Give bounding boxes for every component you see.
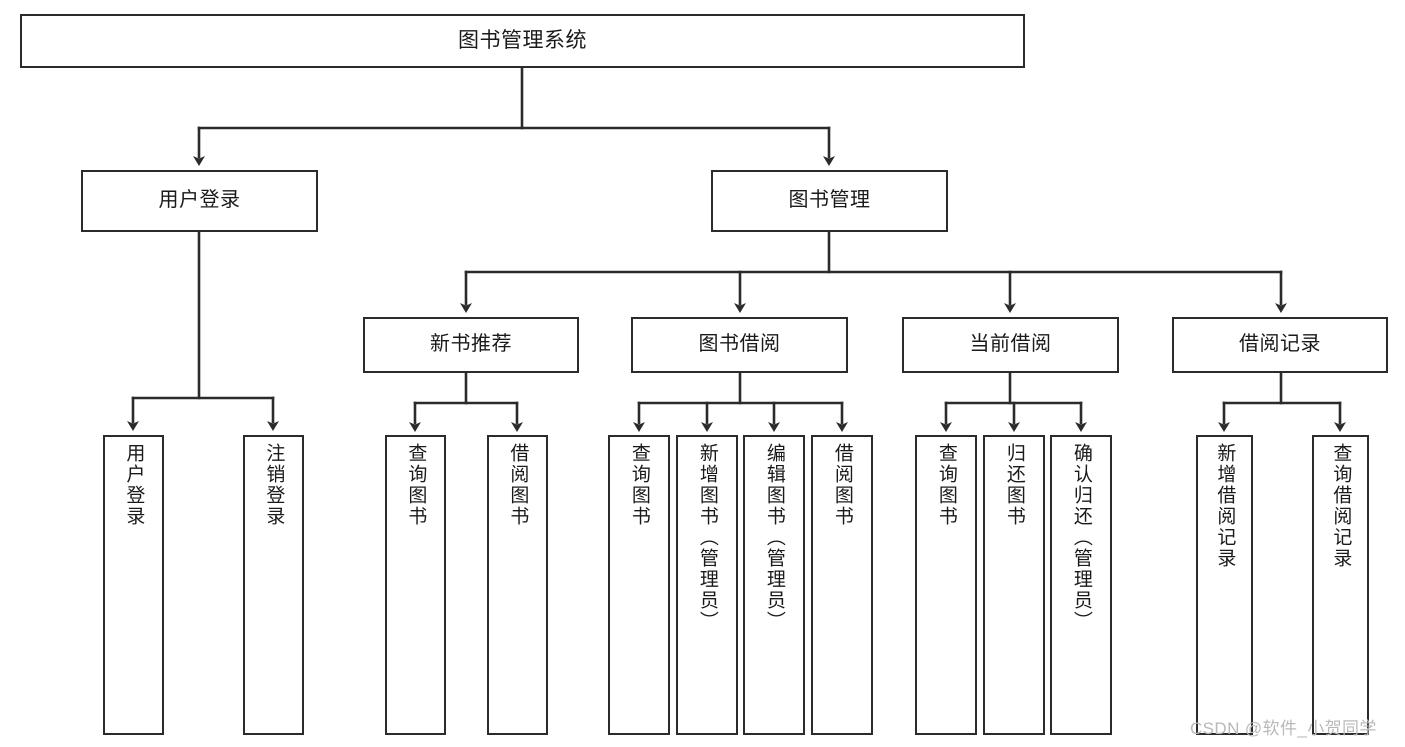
- node-book-management[interactable]: 图书管理: [711, 170, 948, 232]
- node-label: 借阅图书: [831, 443, 853, 527]
- node-label: 新增图书（管理员）: [696, 443, 718, 632]
- leaf-borrow-add-book[interactable]: 新增图书（管理员）: [676, 435, 738, 735]
- node-label: 图书借阅: [698, 333, 781, 356]
- node-label: 查询借阅记录: [1330, 443, 1352, 569]
- node-label: 借阅图书: [507, 443, 529, 527]
- leaf-user-login-logout[interactable]: 注销登录: [243, 435, 304, 735]
- node-label: 新增借阅记录: [1214, 443, 1236, 569]
- node-book-borrow[interactable]: 图书借阅: [631, 317, 848, 373]
- node-new-book-recommend[interactable]: 新书推荐: [363, 317, 579, 373]
- node-label: 借阅记录: [1239, 333, 1321, 356]
- node-label: 注销登录: [263, 443, 285, 527]
- node-label: 用户登录: [158, 189, 241, 212]
- node-label: 编辑图书（管理员）: [763, 443, 785, 632]
- node-label: 查询图书: [405, 443, 427, 527]
- leaf-recommend-borrow-book[interactable]: 借阅图书: [487, 435, 548, 735]
- leaf-record-add-record[interactable]: 新增借阅记录: [1196, 435, 1253, 735]
- node-label: 新书推荐: [430, 333, 512, 356]
- node-label: 图书管理系统: [458, 28, 587, 52]
- node-label: 用户登录: [123, 443, 145, 527]
- node-label: 图书管理: [788, 189, 871, 212]
- node-label: 当前借阅: [969, 333, 1052, 356]
- leaf-current-search-book[interactable]: 查询图书: [915, 435, 977, 735]
- leaf-current-confirm-return[interactable]: 确认归还（管理员）: [1050, 435, 1112, 735]
- leaf-borrow-borrow-book[interactable]: 借阅图书: [811, 435, 873, 735]
- leaf-borrow-edit-book[interactable]: 编辑图书（管理员）: [743, 435, 805, 735]
- node-label: 查询图书: [935, 443, 957, 527]
- node-root-system[interactable]: 图书管理系统: [20, 14, 1025, 68]
- leaf-borrow-search-book[interactable]: 查询图书: [608, 435, 670, 735]
- leaf-current-return-book[interactable]: 归还图书: [983, 435, 1045, 735]
- node-label: 归还图书: [1003, 443, 1025, 527]
- node-borrow-record[interactable]: 借阅记录: [1172, 317, 1388, 373]
- node-label: 确认归还（管理员）: [1070, 443, 1092, 632]
- node-current-borrow[interactable]: 当前借阅: [902, 317, 1119, 373]
- leaf-user-login-login[interactable]: 用户登录: [103, 435, 164, 735]
- node-label: 查询图书: [628, 443, 650, 527]
- leaf-recommend-search-book[interactable]: 查询图书: [385, 435, 446, 735]
- leaf-record-search-record[interactable]: 查询借阅记录: [1312, 435, 1369, 735]
- node-user-login[interactable]: 用户登录: [81, 170, 318, 232]
